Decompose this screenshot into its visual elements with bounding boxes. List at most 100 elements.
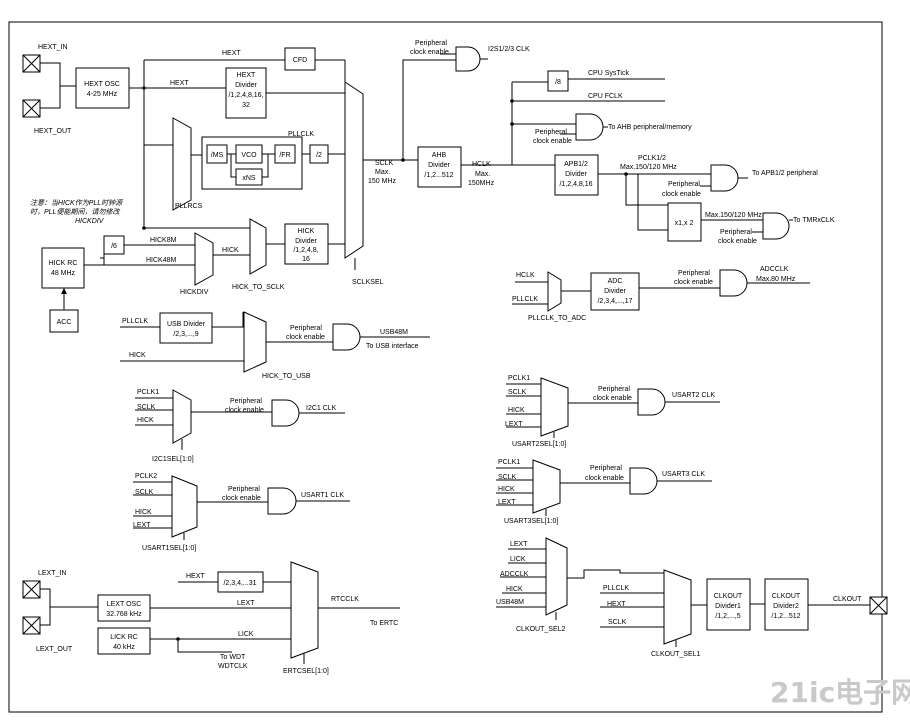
usart2sel-mux <box>540 377 569 437</box>
svg-text:APB1/2: APB1/2 <box>564 161 588 168</box>
svg-text:Peripheral: Peripheral <box>415 40 447 47</box>
svg-text:CLKOUT: CLKOUT <box>833 596 862 603</box>
svg-text:HEXT: HEXT <box>170 80 189 87</box>
div8-block <box>547 70 569 92</box>
svg-text:clock enable: clock enable <box>662 191 701 198</box>
svg-text:USB Divider: USB Divider <box>167 321 206 328</box>
svg-text:Peripheral: Peripheral <box>668 181 700 188</box>
svg-text:16: 16 <box>302 256 310 263</box>
svg-text:Peripheral: Peripheral <box>290 325 322 332</box>
ahb-gate <box>575 113 604 141</box>
svg-text:HEXT: HEXT <box>222 50 241 57</box>
lext-in-label: LEXT_IN <box>38 570 66 577</box>
usart3-gate <box>629 467 658 495</box>
svg-text:Peripheral: Peripheral <box>598 386 630 393</box>
pllclk-to-adc-mux <box>547 271 562 312</box>
svg-text:32: 32 <box>242 102 250 109</box>
svg-text:CPU SysTick: CPU SysTick <box>588 70 629 77</box>
svg-text:USART3 CLK: USART3 CLK <box>662 471 705 478</box>
svg-text:Max.: Max. <box>375 169 390 176</box>
sclksel-mux <box>344 81 364 259</box>
svg-text:clock enable: clock enable <box>225 407 264 414</box>
hext-osc-block <box>75 67 130 109</box>
svg-text:PLLCLK: PLLCLK <box>122 318 148 325</box>
svg-text:PCLK1: PCLK1 <box>137 389 159 396</box>
svg-text:/2: /2 <box>316 152 322 159</box>
diagram-frame <box>8 21 883 713</box>
svg-text:HICK: HICK <box>508 407 525 414</box>
svg-text:Peripheral: Peripheral <box>230 398 262 405</box>
svg-text:PCLK1: PCLK1 <box>498 459 520 466</box>
svg-text:ADCCLK: ADCCLK <box>760 266 789 273</box>
usb-divider-block <box>159 312 213 344</box>
lick-rc-block <box>97 627 151 655</box>
svg-text:/MS: /MS <box>211 152 224 159</box>
lext-out-label: LEXT_OUT <box>36 646 73 653</box>
svg-text:USB48M: USB48M <box>496 599 524 606</box>
svg-text:HICK: HICK <box>137 417 154 424</box>
svg-text:AHB: AHB <box>432 152 447 159</box>
clkout-divider2-block <box>764 578 809 631</box>
svg-text:ERTCSEL[1:0]: ERTCSEL[1:0] <box>283 668 329 675</box>
svg-text:HEXT: HEXT <box>607 601 626 608</box>
svg-text:CPU FCLK: CPU FCLK <box>588 93 623 100</box>
adc-divider-block <box>590 272 640 311</box>
svg-text:SCLK: SCLK <box>137 404 156 411</box>
svg-text:ADCCLK: ADCCLK <box>500 571 529 578</box>
svg-text:HICKDIV: HICKDIV <box>75 218 105 225</box>
svg-text:clock enable: clock enable <box>718 238 757 245</box>
svg-text:HICK8M: HICK8M <box>150 237 177 244</box>
clkout-sel1-mux <box>663 569 692 645</box>
svg-text:clock enable: clock enable <box>593 395 632 402</box>
svg-text:I2S1/2/3 CLK: I2S1/2/3 CLK <box>488 46 530 53</box>
svg-text:Divider: Divider <box>235 82 257 89</box>
svg-text:PLLCLK_TO_ADC: PLLCLK_TO_ADC <box>528 315 586 322</box>
svg-text:LEXT: LEXT <box>237 600 255 607</box>
svg-text:clock enable: clock enable <box>674 279 713 286</box>
svg-text:/1,2,4,8,16,: /1,2,4,8,16, <box>228 92 263 99</box>
tmr-multiplier-block <box>667 202 702 242</box>
svg-text:/2,3,4,...,17: /2,3,4,...,17 <box>597 298 632 305</box>
svg-text:ACC: ACC <box>57 319 72 326</box>
i2c1-gate <box>271 399 300 427</box>
svg-text:Max.80 MHz: Max.80 MHz <box>756 276 796 283</box>
svg-text:HEXT: HEXT <box>186 573 205 580</box>
svg-text:LICK: LICK <box>238 631 254 638</box>
svg-text:Max.: Max. <box>475 171 490 178</box>
svg-text:SCLKSEL: SCLKSEL <box>352 279 384 286</box>
svg-text:HICK: HICK <box>129 352 146 359</box>
svg-text:48 MHz: 48 MHz <box>51 270 76 277</box>
svg-text:/FR: /FR <box>279 152 290 159</box>
svg-text:ADC: ADC <box>608 278 623 285</box>
svg-text:Divider: Divider <box>428 162 450 169</box>
cfd-block <box>284 47 316 71</box>
svg-text:SCLK: SCLK <box>135 489 154 496</box>
svg-text:To WDT: To WDT <box>220 654 246 661</box>
svg-text:LICK RC: LICK RC <box>110 634 138 641</box>
clkout-divider1-block <box>706 578 751 631</box>
svg-text:PCLK1: PCLK1 <box>508 375 530 382</box>
svg-text:clock enable: clock enable <box>222 495 261 502</box>
svg-text:clock enable: clock enable <box>533 138 572 145</box>
ahb-divider-block <box>417 146 462 188</box>
svg-text:HICK: HICK <box>506 586 523 593</box>
svg-text:LEXT: LEXT <box>510 541 528 548</box>
svg-text:USART1 CLK: USART1 CLK <box>301 492 344 499</box>
svg-text:HICK: HICK <box>222 247 239 254</box>
svg-text:CLKOUT: CLKOUT <box>772 593 801 600</box>
svg-text:VCO: VCO <box>241 152 257 159</box>
svg-text:WDTCLK: WDTCLK <box>218 663 248 670</box>
lext-in-pin <box>22 580 41 599</box>
svg-text:To AHB peripheral/memory: To AHB peripheral/memory <box>608 124 692 131</box>
svg-text:时，PLL便能期间，请勿修改: 时，PLL便能期间，请勿修改 <box>30 208 120 216</box>
svg-text:Peripheral: Peripheral <box>720 229 752 236</box>
hick-rc-block <box>41 247 85 289</box>
note-line-1: 注意：当HICK作为PLL时钟源 <box>30 199 124 207</box>
svg-text:Max.150/120 MHz: Max.150/120 MHz <box>705 212 762 219</box>
svg-text:PCLK2: PCLK2 <box>135 473 157 480</box>
svg-text:PLLCLK: PLLCLK <box>288 131 314 138</box>
svg-text:clock enable: clock enable <box>286 334 325 341</box>
svg-text:CLKOUT_SEL1: CLKOUT_SEL1 <box>651 651 701 658</box>
adc-gate <box>719 269 748 297</box>
